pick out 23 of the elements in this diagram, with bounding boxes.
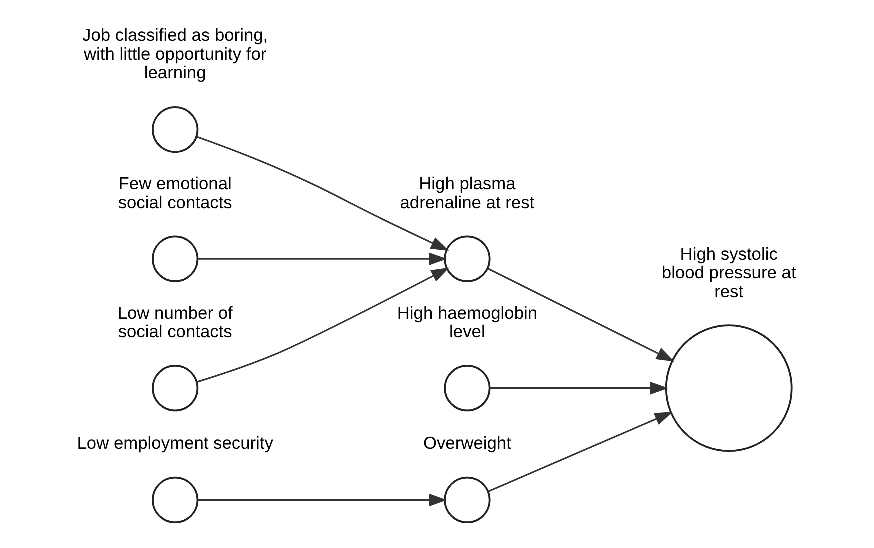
node-label: High plasma adrenaline at rest (400, 174, 535, 212)
node-circle (152, 476, 199, 524)
node-circle (444, 236, 491, 282)
arrow (198, 494, 448, 507)
node-label: Low number of social contacts (118, 302, 233, 342)
arrow (198, 252, 448, 266)
node-label: Low employment security (77, 432, 274, 453)
arrow (196, 136, 450, 252)
node-circle (152, 365, 199, 412)
node-circle (152, 236, 199, 282)
node-label: High haemoglobin level (397, 302, 538, 342)
node-circle (665, 324, 793, 452)
node-circle (444, 365, 491, 412)
node-circle (444, 476, 491, 524)
arrow (490, 382, 669, 395)
node-label: Overweight (423, 432, 512, 453)
node-label: Few emotional social contacts (118, 174, 232, 212)
node-label: High systolic blood pressure at rest (662, 244, 796, 302)
arrow (487, 268, 675, 362)
node-label: Job classified as boring, with little opportunity for learning (82, 25, 268, 82)
arrow (488, 412, 674, 492)
node-circle (152, 106, 199, 154)
arrow (196, 268, 450, 383)
